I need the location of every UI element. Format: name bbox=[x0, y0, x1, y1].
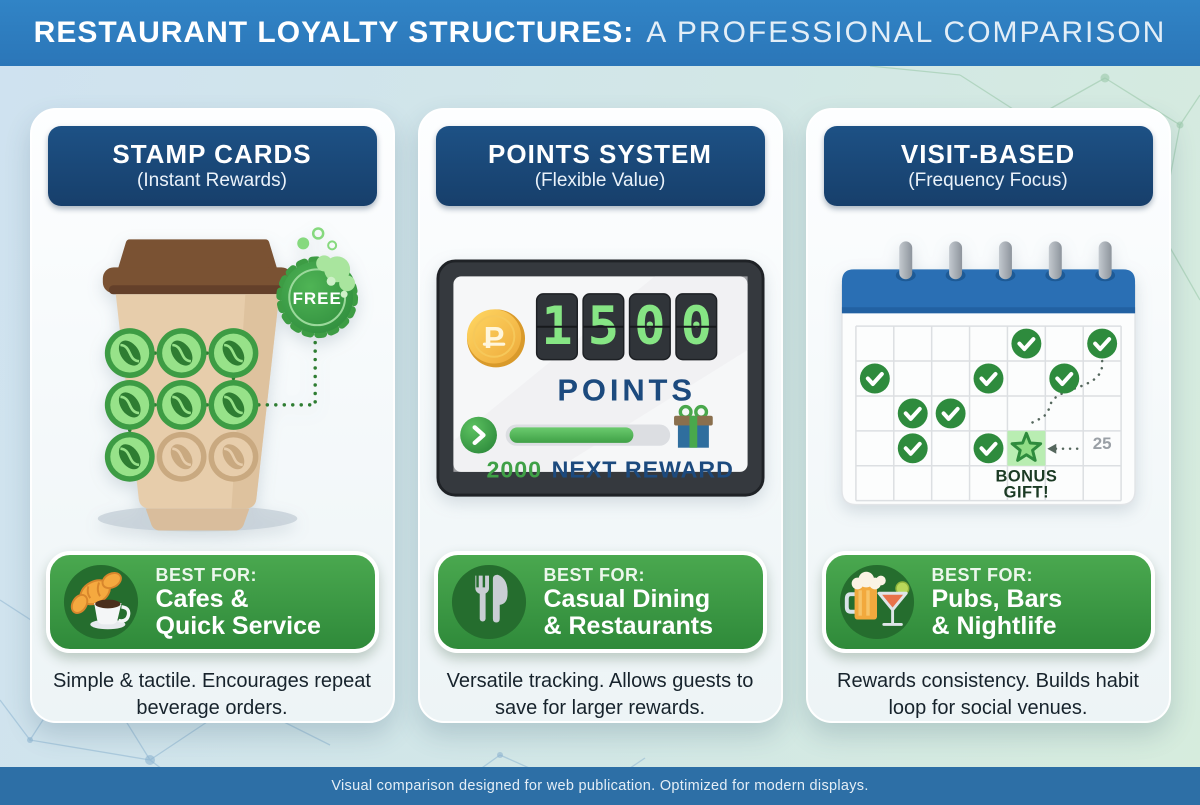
card-description: Versatile tracking. Allows guests to sav… bbox=[446, 670, 754, 719]
best-for-line1: Casual Dining bbox=[543, 584, 711, 613]
stamp-filled bbox=[103, 378, 156, 431]
visit-calendar-illustration: 25 BONUS GIFT! bbox=[824, 206, 1153, 551]
stamp-filled bbox=[154, 378, 208, 431]
next-reward-value: 2000 bbox=[486, 456, 542, 482]
best-for-pill: BEST FOR: Casual Dining & Restaurants bbox=[433, 551, 767, 654]
page-title-light: A PROFESSIONAL COMPARISON bbox=[646, 16, 1167, 49]
calendar-grid bbox=[854, 325, 1122, 501]
points-coin-icon: P bbox=[466, 308, 525, 367]
points-tablet-graphic: P 1 5 0 0 bbox=[435, 259, 765, 497]
beer-cocktail-icon bbox=[839, 565, 914, 640]
best-for-line2: Quick Service bbox=[155, 611, 321, 640]
calendar-header-bar bbox=[841, 268, 1135, 313]
card-points-system: POINTS SYSTEM (Flexible Value) bbox=[417, 108, 783, 723]
page-footer: Visual comparison designed for web publi… bbox=[0, 767, 1200, 805]
card-header-points-system: POINTS SYSTEM (Flexible Value) bbox=[435, 126, 765, 206]
card-header-visit-based: VISIT-BASED (Frequency Focus) bbox=[823, 126, 1153, 206]
stamp-empty bbox=[154, 430, 208, 483]
calendar-body bbox=[840, 284, 1136, 505]
stamp-filled bbox=[206, 326, 260, 379]
coffee-cup-stamp-card-graphic: FREE bbox=[97, 226, 358, 532]
progress-fill bbox=[509, 426, 633, 443]
next-reward-label: NEXT REWARD bbox=[551, 456, 733, 482]
best-for-text: BEST FOR: Casual Dining & Restaurants bbox=[544, 565, 714, 640]
free-badge-label: FREE bbox=[292, 289, 341, 308]
comparison-cards-row: STAMP CARDS (Instant Rewards) bbox=[0, 66, 1200, 767]
bonus-star-icon bbox=[1010, 431, 1042, 462]
best-for-text: BEST FOR: Cafes & Quick Service bbox=[156, 565, 321, 640]
footer-text: Visual comparison designed for web publi… bbox=[331, 778, 869, 794]
card-title: POINTS SYSTEM bbox=[488, 138, 712, 169]
progress-bar bbox=[459, 416, 670, 454]
best-for-line1: Cafes & bbox=[155, 584, 249, 613]
best-for-line1: Pubs, Bars bbox=[931, 584, 1063, 613]
stamp-filled bbox=[103, 326, 156, 379]
stamp-filled bbox=[206, 378, 260, 431]
card-title: STAMP CARDS bbox=[112, 138, 312, 169]
croissant-coffee-icon bbox=[63, 565, 138, 640]
stamp-filled bbox=[103, 430, 156, 483]
card-description: Rewards consistency. Builds habit loop f… bbox=[837, 670, 1139, 719]
points-tablet-illustration: P 1 5 0 0 bbox=[435, 206, 765, 551]
best-for-line2: & Restaurants bbox=[543, 611, 714, 640]
dotted-path bbox=[1026, 359, 1103, 450]
free-reward-badge: FREE bbox=[275, 226, 358, 338]
best-for-label: BEST FOR: bbox=[155, 564, 257, 585]
next-reward-text: 2000 NEXT REWARD bbox=[486, 456, 733, 482]
points-label: POINTS bbox=[557, 372, 695, 407]
card-description: Simple & tactile. Encourages repeat beve… bbox=[53, 670, 371, 719]
best-for-pill: BEST FOR: Cafes & Quick Service bbox=[45, 551, 379, 654]
best-for-line2: & Nightlife bbox=[931, 611, 1057, 640]
fork-knife-icon bbox=[451, 565, 526, 640]
card-subtitle: (Flexible Value) bbox=[534, 169, 666, 191]
coffee-cup-illustration: FREE bbox=[48, 206, 377, 551]
day-number: 25 bbox=[1092, 433, 1111, 452]
best-for-pill: BEST FOR: Pubs, Bars & Nightlife bbox=[821, 551, 1155, 654]
gift-icon bbox=[673, 404, 713, 448]
stamp-grid bbox=[103, 326, 260, 483]
arrowhead bbox=[1046, 443, 1056, 454]
calendar-binder-pins bbox=[895, 241, 1115, 281]
card-stamp-cards: STAMP CARDS (Instant Rewards) bbox=[29, 108, 395, 723]
bonus-gift-line1: BONUS bbox=[995, 467, 1057, 485]
points-counter: 1 5 0 0 bbox=[535, 292, 717, 360]
stamp-filled bbox=[154, 326, 208, 379]
coin-symbol: P bbox=[483, 320, 504, 355]
best-for-label: BEST FOR: bbox=[543, 564, 645, 585]
bonus-gift-line2: GIFT! bbox=[1003, 483, 1048, 501]
visit-calendar-graphic: 25 BONUS GIFT! bbox=[840, 241, 1136, 505]
best-for-text: BEST FOR: Pubs, Bars & Nightlife bbox=[932, 565, 1063, 640]
card-subtitle: (Instant Rewards) bbox=[137, 169, 287, 191]
stamp-empty bbox=[206, 430, 260, 483]
best-for-label: BEST FOR: bbox=[931, 564, 1033, 585]
page-header: RESTAURANT LOYALTY STRUCTURES: A PROFESS… bbox=[0, 0, 1200, 66]
card-subtitle: (Frequency Focus) bbox=[908, 169, 1068, 191]
card-title: VISIT-BASED bbox=[900, 138, 1076, 169]
page-title-strong: RESTAURANT LOYALTY STRUCTURES: bbox=[33, 16, 635, 49]
card-visit-based: VISIT-BASED (Frequency Focus) bbox=[805, 108, 1171, 723]
chevron-right-icon bbox=[459, 416, 497, 454]
card-header-stamp-cards: STAMP CARDS (Instant Rewards) bbox=[47, 126, 377, 206]
